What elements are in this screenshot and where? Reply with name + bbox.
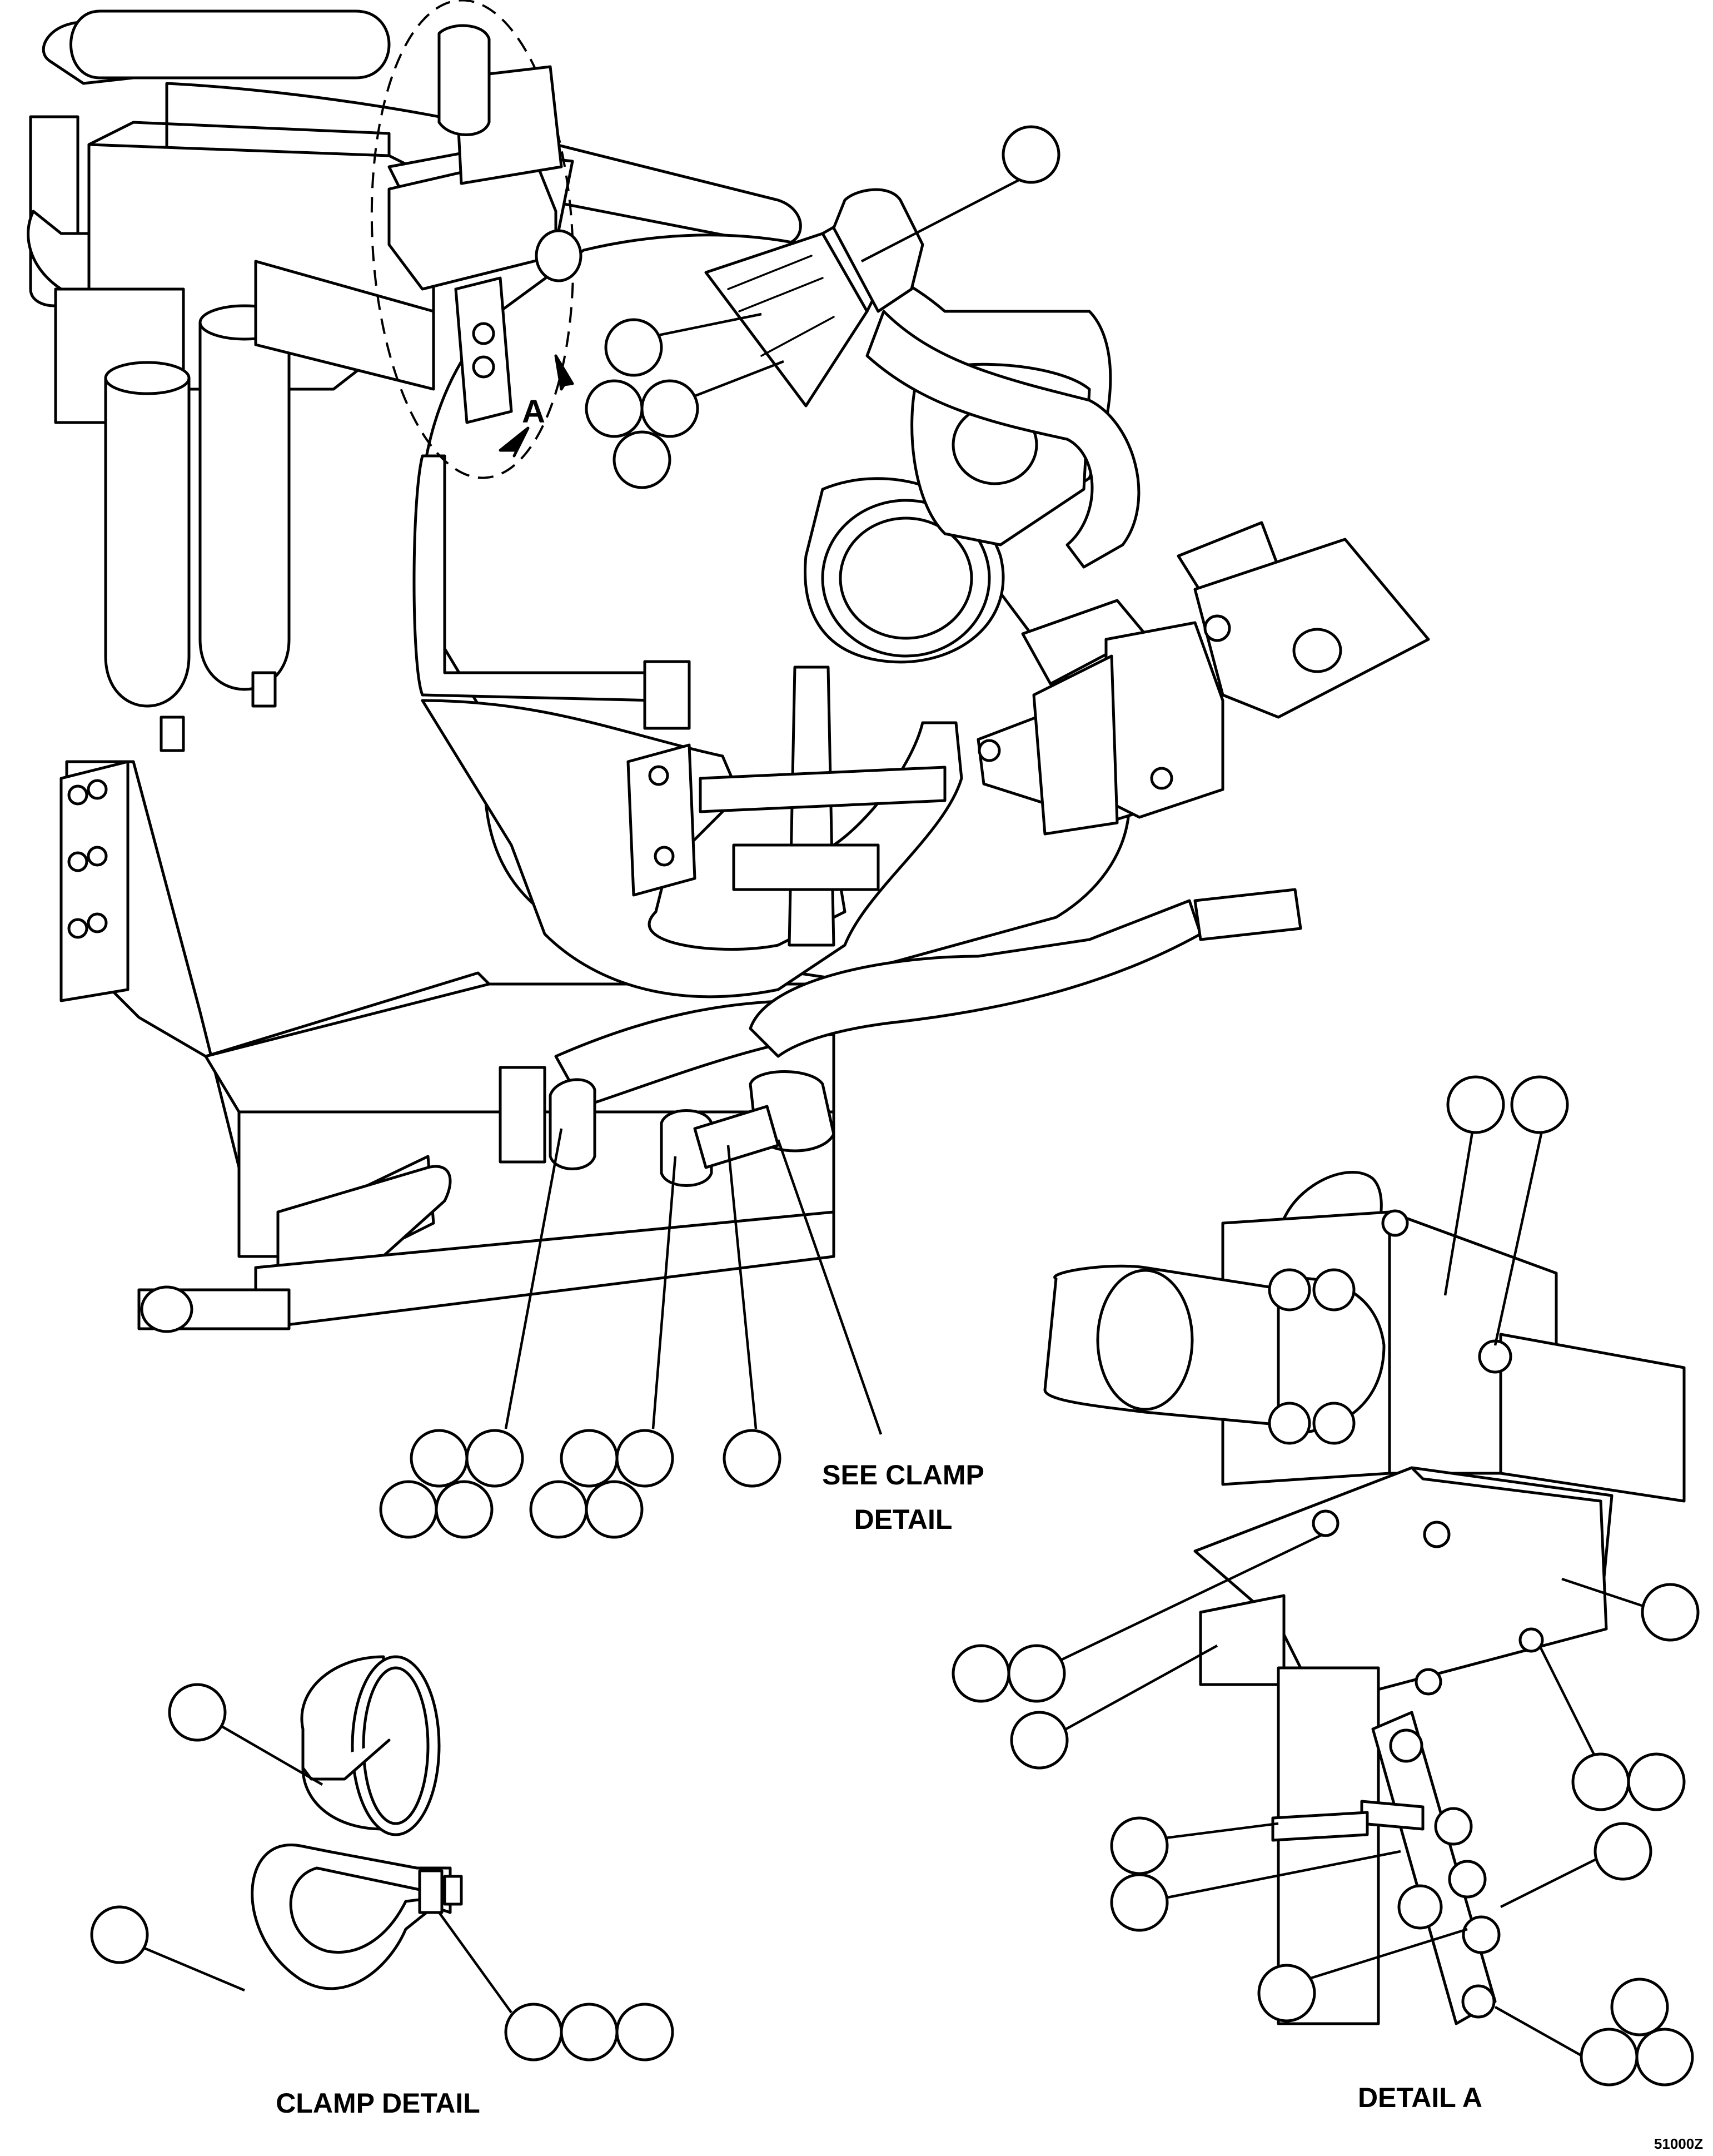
main-view-callouts (379, 125, 1060, 1539)
callout-bubble (615, 1429, 674, 1488)
callout-bubble (1510, 1075, 1569, 1134)
callout-bubble (585, 1480, 644, 1539)
callout-bubble (1010, 1711, 1069, 1770)
callout-bubble (1002, 125, 1060, 184)
callout-bubble (1110, 1816, 1169, 1875)
callout-bubble (585, 379, 644, 438)
callout-bubble (1641, 1583, 1700, 1642)
detail-a-label: DETAIL A (1358, 2082, 1482, 2113)
detail-a-callouts (952, 1075, 1700, 2087)
callout-bubble (504, 2003, 563, 2061)
main-assembly (27, 0, 1430, 1333)
see-clamp-detail-label: SEE CLAMP (822, 1459, 984, 1491)
callout-bubble (410, 1429, 469, 1488)
callout-bubble (90, 1905, 149, 1964)
callout-bubble (604, 318, 663, 377)
callout-bubble (1110, 1873, 1169, 1932)
callout-bubble (640, 379, 699, 438)
detail-a-boundary (370, 0, 575, 479)
callout-bubble (723, 1429, 781, 1488)
callout-bubble (1007, 1644, 1066, 1703)
callout-bubble (1594, 1822, 1652, 1881)
callout-bubble (1580, 2028, 1639, 2087)
callout-bubble (1627, 1752, 1686, 1811)
callout-bubble (465, 1429, 524, 1488)
callout-bubble (613, 430, 671, 489)
callout-bubble (1571, 1752, 1630, 1811)
clamp-detail-label: CLAMP DETAIL (276, 2088, 480, 2119)
see-clamp-detail-label: DETAIL (854, 1504, 953, 1535)
clamp-detail-drawing (251, 1655, 463, 1990)
callout-bubble (615, 2003, 674, 2061)
callout-bubble (560, 2003, 619, 2061)
detail-a-drawing (1043, 1171, 1686, 2025)
callout-bubble (1446, 1075, 1505, 1134)
drawing-number: 51000Z (1654, 2135, 1703, 2152)
callout-bubble (529, 1480, 588, 1539)
callout-bubble (1257, 1964, 1316, 2023)
callout-bubble (560, 1429, 619, 1488)
callout-bubble (1610, 1978, 1669, 2036)
callout-bubble (952, 1644, 1010, 1703)
callout-bubble (435, 1480, 494, 1539)
callout-bubble (1635, 2028, 1694, 2087)
callout-bubble (168, 1683, 227, 1742)
callout-bubble (379, 1480, 438, 1539)
clamp-detail-callouts (90, 1683, 674, 2061)
view-marker-a: A (522, 394, 545, 430)
